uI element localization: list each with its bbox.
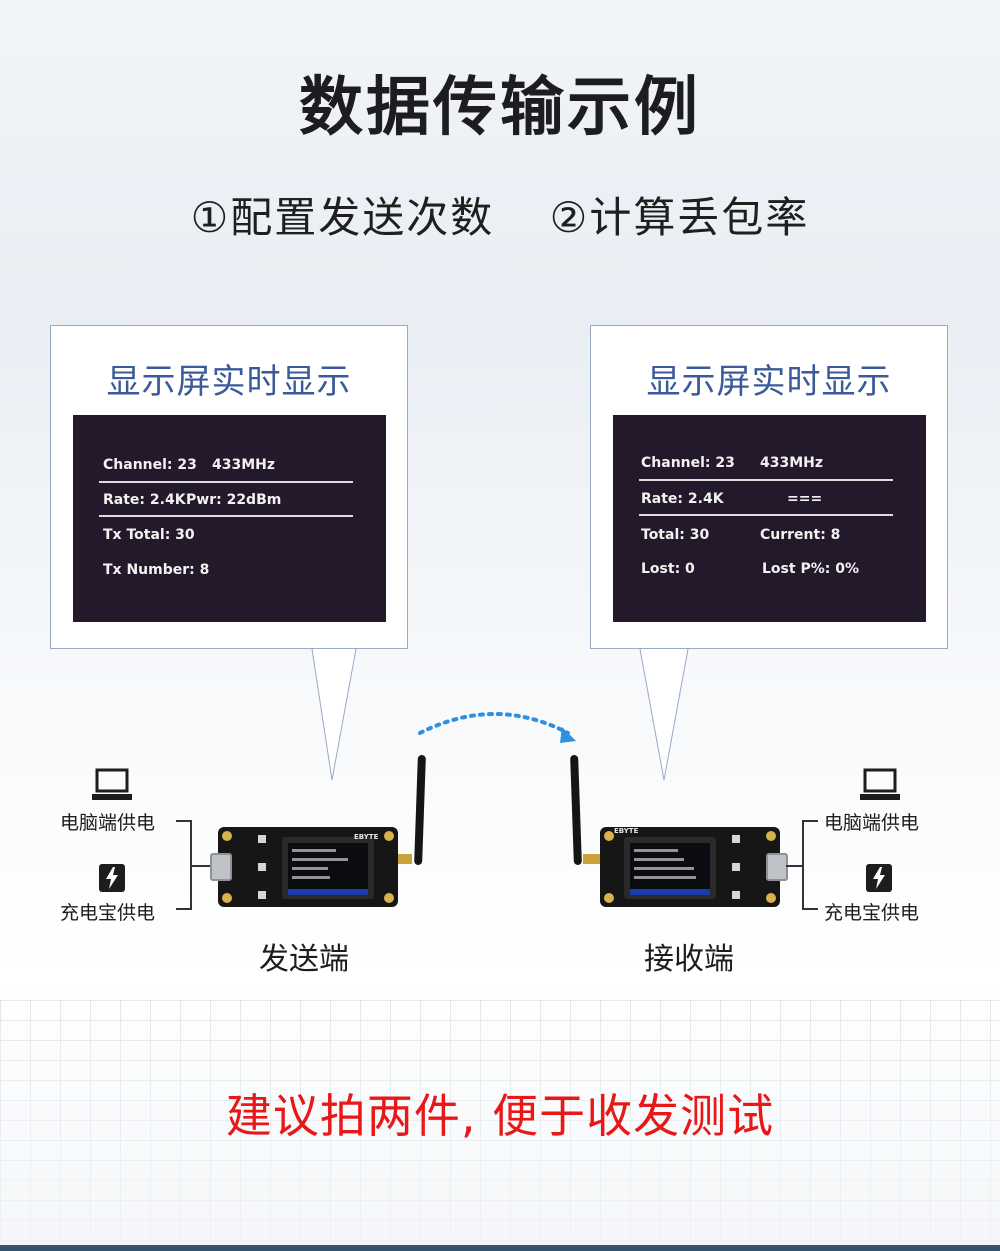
receiver-separator-2	[639, 514, 893, 516]
sender-separator-2	[99, 515, 353, 517]
receiver-sma-connector	[583, 854, 603, 864]
laptop-icon	[860, 768, 900, 800]
sender-power-connector	[192, 865, 210, 867]
sender-display-callout: 显示屏实时显示 Channel: 23 433MHz Rate: 2.4K Pw…	[50, 325, 408, 649]
sender-usb-port	[210, 853, 232, 881]
sender-tx-number: Tx Number: 8	[103, 562, 210, 578]
receiver-board: EBYTE	[600, 827, 788, 907]
sender-power: Pwr: 22dBm	[186, 492, 282, 508]
sender-display-heading: 显示屏实时显示	[106, 362, 352, 402]
receiver-total: Total: 30	[641, 527, 710, 543]
receiver-power-bracket	[802, 820, 818, 910]
callout-tails	[311, 647, 689, 781]
receiver-label: 接收端	[644, 942, 734, 977]
receiver-usb-port	[766, 853, 788, 881]
receiver-power-bank-label: 充电宝供电	[824, 902, 920, 924]
sender-board: EBYTE	[210, 827, 398, 907]
receiver-board-oled	[624, 837, 716, 899]
subtitle-item-loss: ②计算丢包率	[549, 193, 810, 242]
receiver-power-connector	[786, 865, 802, 867]
subtitle-item-config: ①配置发送次数	[190, 193, 495, 242]
laptop-icon	[92, 768, 132, 800]
receiver-lost-percent: Lost P%: 0%	[762, 561, 859, 577]
power-bank-icon	[866, 864, 892, 892]
sender-power-bank-label: 充电宝供电	[60, 902, 156, 924]
receiver-display-callout: 显示屏实时显示 Channel: 23 433MHz Rate: 2.4K ==…	[590, 325, 948, 649]
receiver-lost: Lost: 0	[641, 561, 695, 577]
receiver-separator-1	[639, 479, 893, 481]
grid-floor	[0, 1000, 1000, 1251]
receiver-display-heading: 显示屏实时显示	[646, 362, 892, 402]
signal-arc-icon	[418, 712, 576, 743]
sender-power-pc-label: 电脑端供电	[60, 812, 156, 834]
receiver-indicator: ===	[787, 491, 823, 507]
purchase-notice: 建议拍两件, 便于收发测试	[225, 1089, 775, 1143]
receiver-rate: Rate: 2.4K	[641, 491, 724, 507]
receiver-power-pc-label: 电脑端供电	[824, 812, 920, 834]
receiver-current: Current: 8	[760, 527, 841, 543]
receiver-frequency: 433MHz	[760, 455, 824, 471]
page-title: 数据传输示例	[299, 71, 701, 145]
power-bank-icon	[99, 864, 125, 892]
sender-tx-total: Tx Total: 30	[103, 527, 195, 543]
sender-sma-connector	[392, 854, 412, 864]
page-subtitle: ①配置发送次数 ②计算丢包率	[0, 184, 1000, 245]
sender-channel: Channel: 23	[103, 457, 197, 473]
sender-frequency: 433MHz	[212, 457, 276, 473]
sender-label: 发送端	[259, 942, 349, 977]
sender-brand-logo: EBYTE	[354, 833, 379, 841]
receiver-channel: Channel: 23	[641, 455, 735, 471]
sender-rate: Rate: 2.4K	[103, 492, 186, 508]
bottom-bar	[0, 1245, 1000, 1251]
receiver-oled-screen: Channel: 23 433MHz Rate: 2.4K === Total:…	[613, 415, 926, 622]
sender-power-bracket	[176, 820, 192, 910]
receiver-brand-logo: EBYTE	[614, 827, 639, 835]
sender-board-oled	[282, 837, 374, 899]
sender-separator-1	[99, 481, 353, 483]
sender-oled-screen: Channel: 23 433MHz Rate: 2.4K Pwr: 22dBm…	[73, 415, 386, 622]
